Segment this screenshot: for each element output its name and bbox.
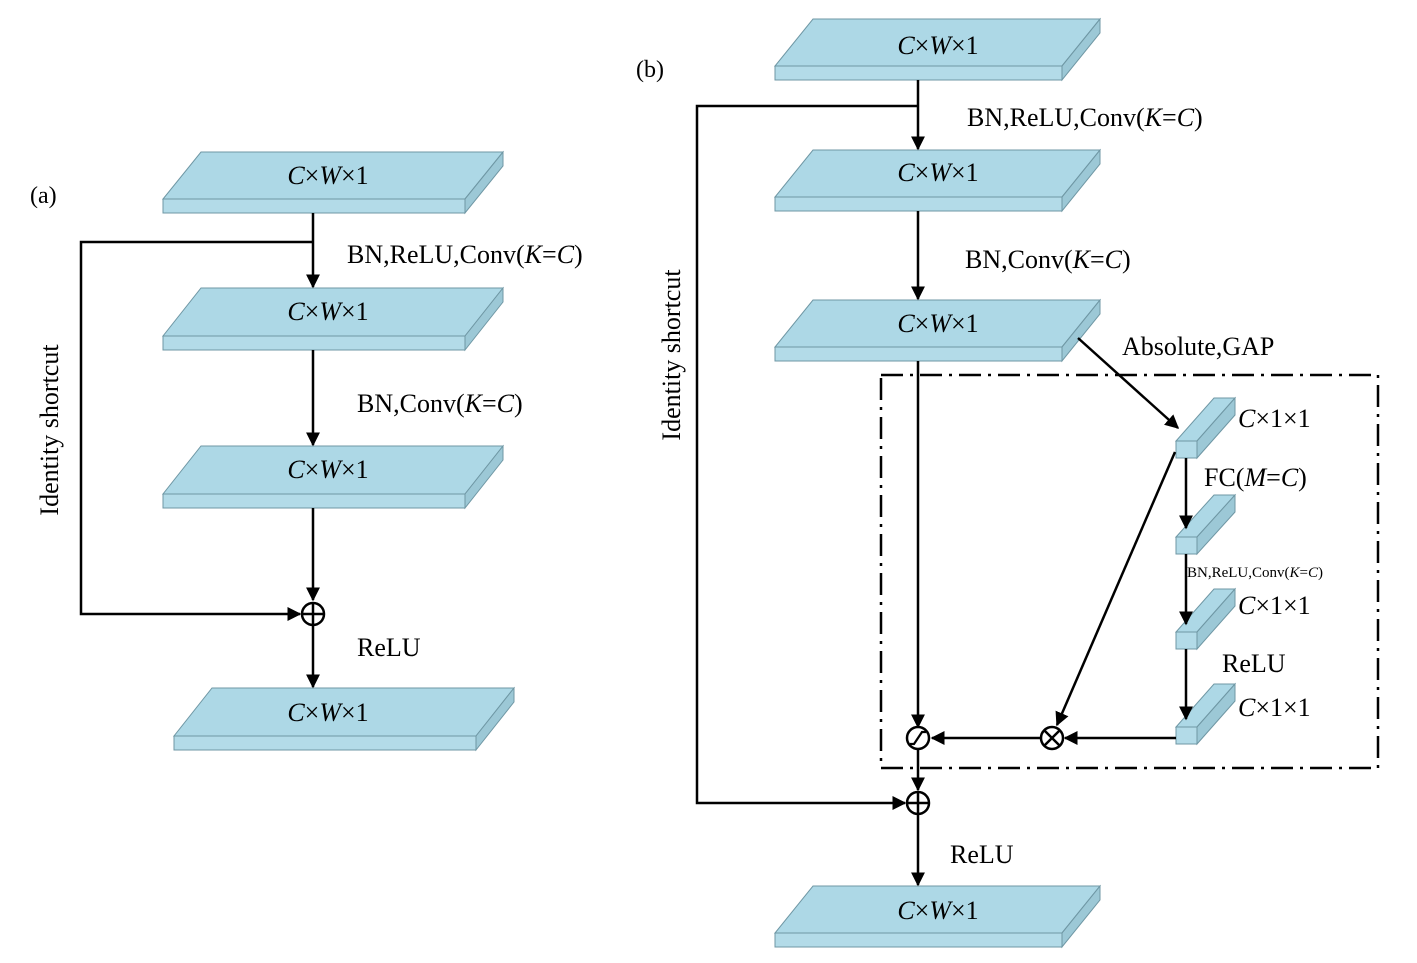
panel-a-block-1: C×W×1: [161, 150, 505, 215]
panel-a-block-2-label: C×W×1: [287, 297, 368, 326]
panel-b-small-block-4-label: C×1×1: [1238, 693, 1311, 722]
panel-a-step2-label: BN,Conv(K=C): [357, 389, 523, 418]
panel-b-block-2: C×W×1: [773, 148, 1102, 213]
panel-b-soft-threshold-node: [905, 725, 931, 751]
panel-b-small-step-label: BN,ReLU,Conv(K=C): [1187, 565, 1323, 581]
panel-b-step1-label: BN,ReLU,Conv(K=C): [967, 103, 1203, 132]
panel-a-step1-label: BN,ReLU,Conv(K=C): [347, 240, 583, 269]
panel-a-shortcut-label: Identity shortcut: [35, 344, 64, 516]
panel-b-fc-label: FC(M=C): [1204, 463, 1307, 492]
panel-b-block-1: C×W×1: [773, 17, 1102, 82]
panel-a: (a) C×W×1 C×W×1 C×W×1 C×W×1: [30, 150, 583, 752]
panel-b-block-4-label: C×W×1: [897, 896, 978, 925]
panel-a-label: (a): [30, 183, 57, 209]
panel-a-shortcut-line: [79, 240, 313, 621]
panel-a-block-4-label: C×W×1: [287, 698, 368, 727]
panel-b-multiply-node: [1039, 725, 1065, 751]
panel-b-arrow-gap: [1077, 337, 1180, 429]
panel-a-block-2: C×W×1: [161, 286, 505, 352]
panel-b-shortcut-line: [695, 104, 918, 810]
panel-b-label: (b): [636, 57, 664, 83]
panel-b-add-node: [905, 790, 931, 816]
panel-b-step2-label: BN,Conv(K=C): [965, 245, 1131, 274]
panel-b-block-1-label: C×W×1: [897, 31, 978, 60]
panel-b-block-4: C×W×1: [773, 884, 1102, 949]
panel-b-relu-label: ReLU: [950, 840, 1014, 869]
panel-b-small-block-3-label: C×1×1: [1238, 591, 1311, 620]
panel-a-block-3: C×W×1: [161, 444, 505, 510]
panel-a-block-1-label: C×W×1: [287, 161, 368, 190]
panel-a-add-node: [300, 601, 326, 627]
panel-b-small-block-1: [1174, 396, 1237, 460]
panel-b: (b) C×W×1 C×W×1 C×W×1 C×W×1: [636, 17, 1380, 949]
panel-a-block-3-label: C×W×1: [287, 455, 368, 484]
panel-b-small-block-1-label: C×1×1: [1238, 404, 1311, 433]
panel-b-arrow-abs-to-multiply: [1055, 451, 1177, 727]
panel-b-inner-relu-label: ReLU: [1222, 649, 1286, 678]
panel-a-relu-label: ReLU: [357, 633, 421, 662]
panel-b-shortcut-label: Identity shortcut: [657, 269, 686, 441]
panel-b-abs-gap-label: Absolute,GAP: [1122, 332, 1274, 361]
panel-a-block-4: C×W×1: [172, 686, 516, 752]
panel-b-block-2-label: C×W×1: [897, 158, 978, 187]
panel-b-block-3-label: C×W×1: [897, 309, 978, 338]
panel-b-attention-box: [879, 373, 1380, 770]
panel-b-block-3: C×W×1: [773, 298, 1102, 363]
